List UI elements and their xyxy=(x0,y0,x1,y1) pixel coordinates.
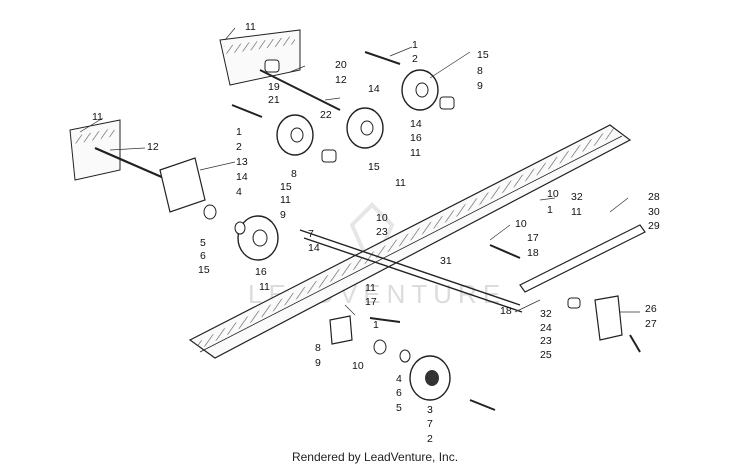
cross-shaft-lower xyxy=(299,229,523,313)
callout: 11 xyxy=(92,111,103,123)
callout: 10 xyxy=(547,188,559,200)
callout: 1 xyxy=(236,126,242,138)
callout: 14 xyxy=(368,83,380,95)
callout: 9 xyxy=(315,357,321,369)
callout: 11 xyxy=(365,282,376,294)
callout: 11 xyxy=(410,147,421,159)
callout: 4 xyxy=(236,186,242,198)
callout: 8 xyxy=(315,342,321,354)
lower-rail xyxy=(188,124,632,359)
bracket-26 xyxy=(594,295,623,341)
callout: 15 xyxy=(198,264,210,276)
leader-lines xyxy=(79,27,640,316)
callout: 30 xyxy=(648,206,660,218)
callout: 1 xyxy=(412,39,418,51)
callout: 32 xyxy=(540,308,552,320)
callout-labels: 11 1 2 15 20 12 8 9 19 21 22 14 11 12 1 … xyxy=(92,21,660,445)
callout: 11 xyxy=(571,206,582,218)
callout: 19 xyxy=(268,81,280,93)
callout: 31 xyxy=(440,255,452,267)
callout: 5 xyxy=(200,237,206,249)
bearings xyxy=(203,59,581,363)
callout: 14 xyxy=(308,242,320,254)
callout: 2 xyxy=(236,141,242,153)
callout: 3 xyxy=(427,404,433,416)
callout: 22 xyxy=(320,109,332,121)
callout: 21 xyxy=(268,94,280,106)
callout: 7 xyxy=(308,228,314,240)
callout: 1 xyxy=(547,204,553,216)
callout: 8 xyxy=(477,65,483,77)
callout: 12 xyxy=(147,141,159,153)
callout: 10 xyxy=(515,218,527,230)
callout: 6 xyxy=(396,387,402,399)
callout: 23 xyxy=(376,226,388,238)
callout: 15 xyxy=(280,181,292,193)
callout: 11 xyxy=(395,177,406,189)
callout: 13 xyxy=(236,156,248,168)
callout: 14 xyxy=(410,118,422,130)
callout: 5 xyxy=(396,402,402,414)
callout: 15 xyxy=(368,161,380,173)
callout: 17 xyxy=(365,296,377,308)
callout: 9 xyxy=(477,80,483,92)
callout: 15 xyxy=(477,49,489,61)
callout: 18 xyxy=(500,305,512,317)
callout: 20 xyxy=(335,59,347,71)
callout: 6 xyxy=(200,250,206,262)
callout: 29 xyxy=(648,220,660,232)
idler-wheel-upper-mid xyxy=(346,107,384,149)
callout: 7 xyxy=(427,418,433,430)
shaft-upper xyxy=(259,69,341,111)
callout: 4 xyxy=(396,373,402,385)
callout: 10 xyxy=(376,212,388,224)
callout: 16 xyxy=(410,132,422,144)
footer-credit: Rendered by LeadVenture, Inc. xyxy=(291,450,459,464)
callout: 11 xyxy=(245,21,256,33)
callout: 14 xyxy=(236,171,248,183)
idler-wheel-left xyxy=(237,215,279,261)
callout: 12 xyxy=(335,74,347,86)
callout: 24 xyxy=(540,322,552,334)
callout: 10 xyxy=(352,360,364,372)
callout: 25 xyxy=(540,349,552,361)
pivot-arm-28 xyxy=(519,224,646,293)
callout: 2 xyxy=(412,53,418,65)
callout: 26 xyxy=(645,303,657,315)
bracket-13 xyxy=(159,157,206,213)
callout: 18 xyxy=(527,247,539,259)
callout: 9 xyxy=(280,209,286,221)
idler-wheel-bottom xyxy=(409,355,451,401)
callout: 27 xyxy=(645,318,657,330)
idler-wheel-upper-right xyxy=(401,69,439,111)
callout: 11 xyxy=(259,281,270,293)
callout: 2 xyxy=(427,433,433,445)
callout: 23 xyxy=(540,335,552,347)
bolts xyxy=(231,51,641,411)
callout: 16 xyxy=(255,266,267,278)
idler-wheel-mid xyxy=(276,114,314,156)
callout: 11 xyxy=(280,194,291,206)
callout: 17 xyxy=(527,232,539,244)
callout: 8 xyxy=(291,168,297,180)
callout: 28 xyxy=(648,191,660,203)
callout: 1 xyxy=(373,319,379,331)
bracket-8-lower xyxy=(329,315,353,345)
upper-rail xyxy=(69,29,301,181)
callout: 32 xyxy=(571,191,583,203)
